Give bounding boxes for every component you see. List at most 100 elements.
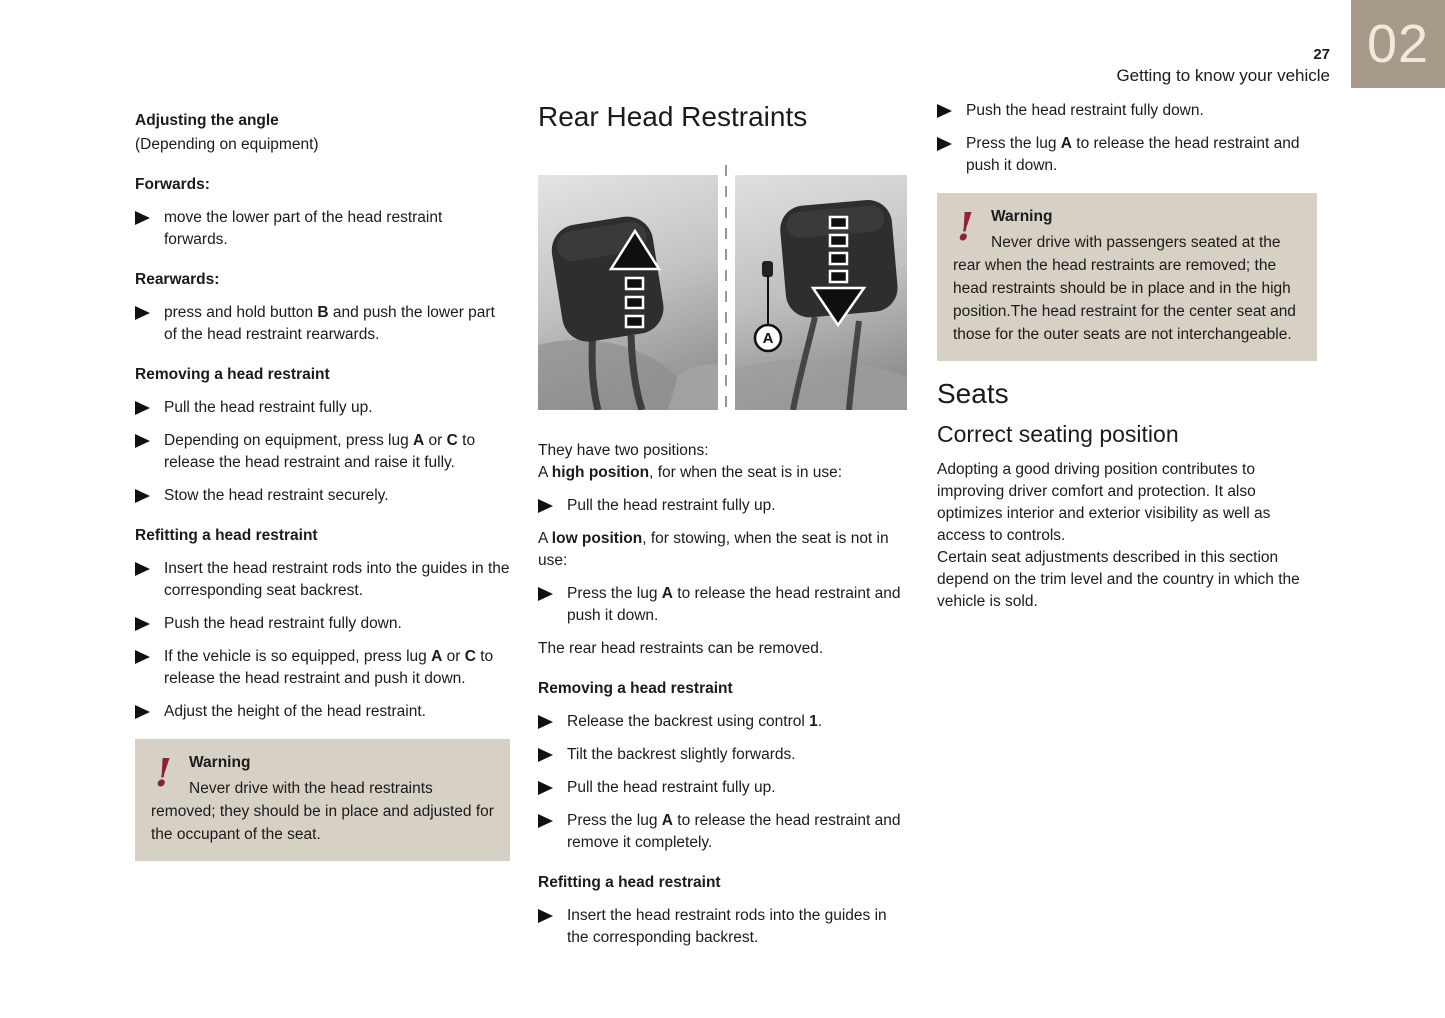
bullet-text: Tilt the backrest slightly forwards.	[567, 746, 796, 763]
warning-text: Never drive with the head restraints rem…	[151, 780, 494, 843]
bullet-text: Adjust the height of the head restraint.	[164, 703, 426, 720]
column-right: Push the head restraint fully down. Press…	[937, 100, 1317, 613]
bullet-arrow-icon	[538, 814, 553, 828]
instruction-bullet: Stow the head restraint securely.	[135, 485, 510, 507]
text-run: C	[464, 648, 476, 665]
text-run: The rear head restraints can be removed.	[538, 640, 824, 657]
seat-top-shape	[735, 359, 907, 410]
bullet-text: Insert the head restraint rods into the …	[164, 560, 510, 599]
bullet-text: Pull the head restraint fully up.	[567, 779, 776, 796]
instruction-bullet: Press the lug A to release the head rest…	[538, 810, 907, 854]
seat-back-shape	[538, 339, 718, 410]
text-run: Rearwards:	[135, 271, 220, 288]
instruction-bullet: move the lower part of the head restrain…	[135, 207, 510, 251]
bullet-text: Press the lug A to release the head rest…	[567, 812, 900, 851]
sub-heading: Adjusting the angle	[135, 110, 510, 132]
instruction-bullet: Pull the head restraint fully up.	[538, 495, 907, 517]
text-run: Insert the head restraint rods into the …	[164, 560, 510, 599]
bullet-arrow-icon	[135, 705, 150, 719]
text-run: C	[446, 432, 458, 449]
bullet-text: move the lower part of the head restrain…	[164, 209, 442, 248]
instruction-bullet: Press the lug A to release the head rest…	[538, 583, 907, 627]
text-run: Refitting a head restraint	[135, 527, 318, 544]
instruction-bullet: Insert the head restraint rods into the …	[538, 905, 907, 949]
text-run: Insert the head restraint rods into the …	[567, 907, 887, 946]
sub-heading: Removing a head restraint	[538, 678, 907, 700]
warning-exclamation-icon: !	[957, 204, 974, 249]
sub-heading: Refitting a head restraint	[538, 872, 907, 894]
text-run: to release the head restraint and push i…	[567, 585, 901, 624]
text-run: to release the head restraint and push i…	[966, 135, 1300, 174]
text-run: 1	[809, 713, 818, 730]
text-run: Pull the head restraint fully up.	[567, 779, 776, 796]
bullet-arrow-icon	[538, 499, 553, 513]
warning-title: Warning	[189, 754, 251, 771]
text-run: Press the lug	[567, 585, 662, 602]
instruction-bullet: Tilt the backrest slightly forwards.	[538, 744, 907, 766]
bullet-arrow-icon	[937, 137, 952, 151]
instruction-bullet: If the vehicle is so equipped, press lug…	[135, 646, 510, 690]
text-run: A	[413, 432, 425, 449]
paragraph: Adopting a good driving position contrib…	[937, 459, 1317, 547]
bullet-arrow-icon	[135, 489, 150, 503]
instruction-bullet: Push the head restraint fully down.	[135, 613, 510, 635]
bullet-text: Release the backrest using control 1.	[567, 713, 822, 730]
chapter-tab: 02	[1351, 0, 1445, 88]
instruction-bullet: Adjust the height of the head restraint.	[135, 701, 510, 723]
paragraph: Certain seat adjustments described in th…	[937, 547, 1317, 613]
text-run: A	[538, 530, 552, 547]
bullet-arrow-icon	[135, 434, 150, 448]
text-run: move the lower part of the head restrain…	[164, 209, 443, 248]
bullet-text: press and hold button B and push the low…	[164, 304, 495, 343]
section-header: Getting to know your vehicle	[1116, 66, 1330, 85]
sub-heading: Refitting a head restraint	[135, 525, 510, 547]
bullet-arrow-icon	[135, 617, 150, 631]
rear-head-restraints-figure: A	[538, 165, 907, 415]
column-middle-blocks: They have two positions:A high position,…	[538, 440, 907, 949]
paragraph: (Depending on equipment)	[135, 134, 510, 156]
text-run: If the vehicle is so equipped, press lug	[164, 648, 432, 665]
paragraph: A low position, for stowing, when the se…	[538, 528, 907, 572]
bullet-text: Pull the head restraint fully up.	[164, 399, 373, 416]
text-run: low position	[551, 530, 643, 547]
text-run: Seats	[937, 378, 1009, 409]
text-run: A	[538, 464, 552, 481]
text-run: Removing a head restraint	[135, 366, 330, 383]
restraint-post	[627, 334, 646, 410]
head-restraint-up-photo	[538, 175, 718, 410]
text-run: Pull the head restraint fully up.	[164, 399, 373, 416]
text-run: Pull the head restraint fully up.	[567, 497, 776, 514]
release-lug-shape	[762, 261, 773, 277]
bullet-arrow-icon	[135, 211, 150, 225]
bullet-arrow-icon	[538, 587, 553, 601]
bullet-text: Pull the head restraint fully up.	[567, 497, 776, 514]
text-run: Push the head restraint fully down.	[164, 615, 402, 632]
sub-heading: Rearwards:	[135, 269, 510, 291]
paragraph: They have two positions:	[538, 440, 907, 462]
bullet-text: Insert the head restraint rods into the …	[567, 907, 887, 946]
bullet-text: Depending on equipment, press lug A or C…	[164, 432, 475, 471]
text-run: Depending on equipment, press lug	[164, 432, 414, 449]
text-run: Tilt the backrest slightly forwards.	[567, 746, 796, 763]
bullet-text: If the vehicle is so equipped, press lug…	[164, 648, 493, 687]
text-run: Adjust the height of the head restraint.	[164, 703, 426, 720]
text-run: Refitting a head restraint	[538, 874, 721, 891]
section-title: Rear Head Restraints	[538, 101, 808, 132]
head-restraint-down-photo: A	[735, 175, 907, 410]
instruction-bullet: Pull the head restraint fully up.	[135, 397, 510, 419]
bullet-text: Press the lug A to release the head rest…	[567, 585, 900, 624]
warning-title: Warning	[991, 208, 1053, 225]
warning-exclamation-icon: !	[155, 750, 172, 795]
text-run: Push the head restraint fully down.	[966, 102, 1204, 119]
bullet-arrow-icon	[538, 748, 553, 762]
text-run: A	[661, 812, 673, 829]
up-arrow-icon	[608, 228, 662, 329]
text-run: .	[817, 713, 823, 730]
text-run: Removing a head restraint	[538, 680, 733, 697]
text-run: Press the lug	[966, 135, 1061, 152]
text-run: , for stowing, when the seat is not in u…	[538, 530, 889, 569]
sub-heading: Removing a head restraint	[135, 364, 510, 386]
instruction-bullet: Release the backrest using control 1.	[538, 711, 907, 733]
